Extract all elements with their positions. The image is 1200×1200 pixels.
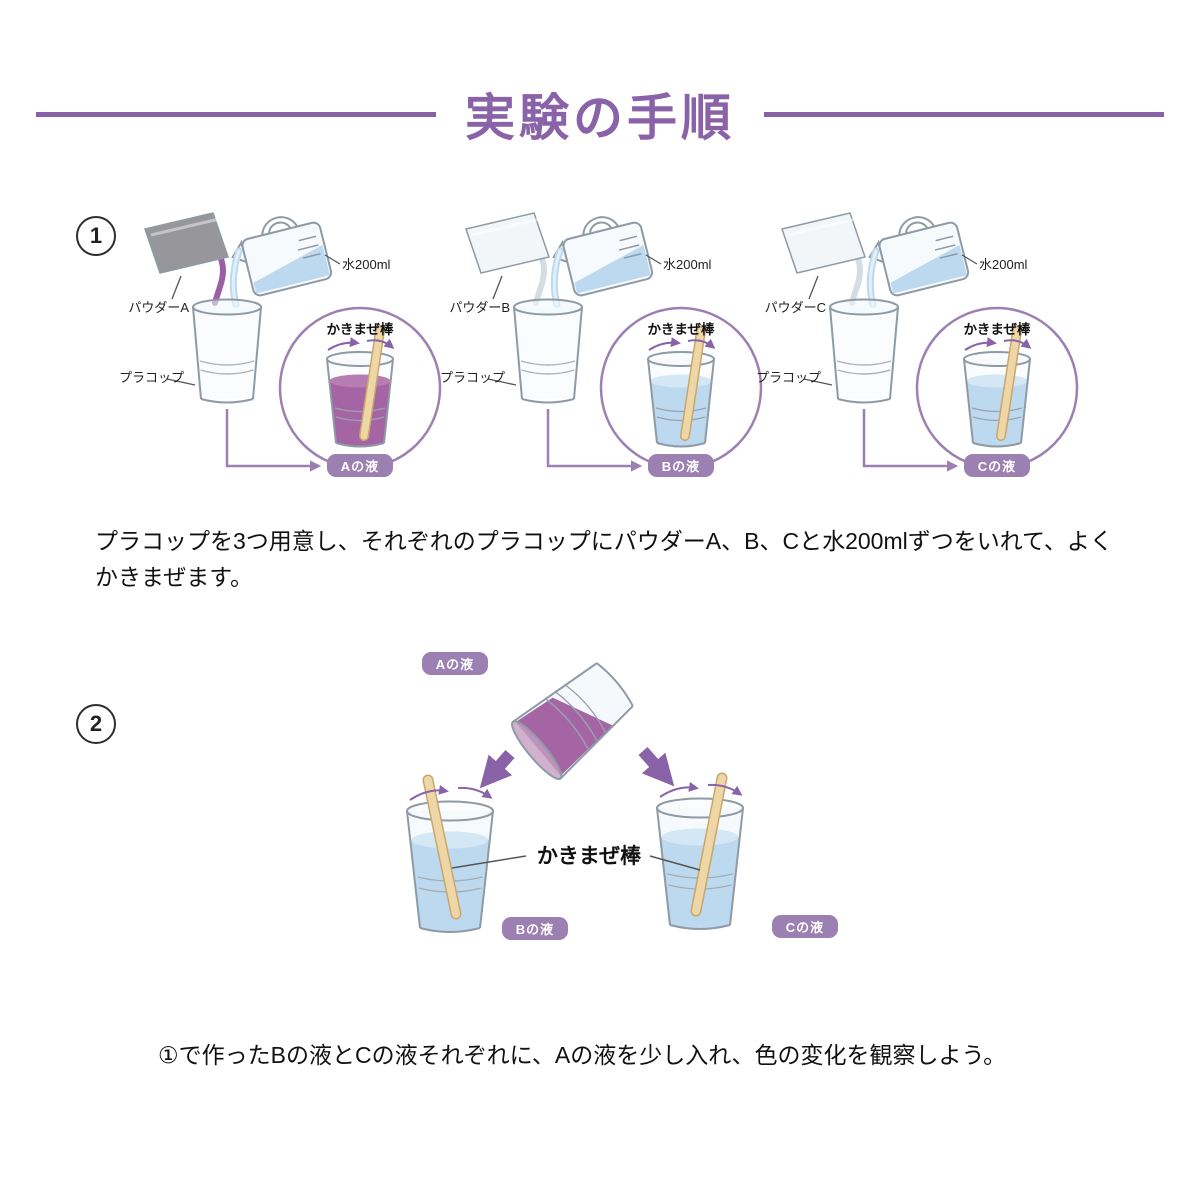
- stir-stick-label: かきまぜ棒: [536, 845, 642, 868]
- liquid-b-badge: Bの液: [648, 454, 714, 477]
- powder-label: パウダーC: [764, 300, 826, 315]
- plastic-cup-label: プラコップ: [756, 370, 822, 385]
- cup-c-icon: [656, 772, 744, 930]
- water-label: 水200ml: [342, 257, 391, 272]
- step1-group-c: パウダーC プラコップ 水200ml かきまぜ棒 Cの液: [752, 203, 1092, 498]
- cup-b-icon: [406, 774, 494, 933]
- cup-a-tilted-icon: [511, 662, 634, 781]
- pour-arrow-right-icon: [638, 747, 675, 787]
- powder-label: パウダーB: [449, 300, 510, 315]
- step1-number-badge: 1: [76, 216, 116, 256]
- page-title: 実験の手順: [465, 90, 735, 146]
- title-rule-right: [764, 112, 1164, 117]
- plastic-cup-label: プラコップ: [440, 370, 506, 385]
- mixing-illustration-c: [752, 203, 1092, 498]
- pour-arrow-left-icon: [479, 750, 515, 789]
- step1-group-a: パウダーA プラコップ 水200ml かきまぜ棒 Aの液: [115, 203, 455, 498]
- step1-group-b: パウダーB プラコップ 水200ml かきまぜ棒 Bの液: [436, 203, 776, 498]
- step1-caption: プラコップを3つ用意し、それぞれのプラコップにパウダーA、B、Cと水200mlず…: [95, 528, 1113, 590]
- liquid-c-badge: Cの液: [964, 454, 1030, 477]
- step2-number-badge: 2: [76, 704, 116, 744]
- title-rule-left: [36, 112, 436, 117]
- water-label: 水200ml: [979, 257, 1028, 272]
- stir-stick-label: かきまぜ棒: [963, 322, 1031, 337]
- mixing-illustration-a: [115, 203, 455, 498]
- step2-illustration: Aの液 Bの液 Cの液 かきまぜ棒: [360, 630, 920, 975]
- pouring-illustration: [406, 662, 744, 933]
- mixing-illustration-b: [436, 203, 776, 498]
- stir-stick-label: かきまぜ棒: [326, 322, 394, 337]
- liquid-c-badge: Cの液: [772, 915, 838, 938]
- liquid-b-badge: Bの液: [502, 917, 568, 940]
- liquid-a-badge: Aの液: [327, 454, 393, 477]
- plastic-cup-label: プラコップ: [119, 370, 185, 385]
- liquid-a-badge: Aの液: [422, 652, 488, 675]
- step2-caption: ①で作ったBの液とCの液それぞれに、Aの液を少し入れ、色の変化を観察しよう。: [158, 1042, 1007, 1068]
- stir-stick-label: かきまぜ棒: [647, 322, 715, 337]
- water-label: 水200ml: [663, 257, 712, 272]
- powder-label: パウダーA: [128, 300, 189, 315]
